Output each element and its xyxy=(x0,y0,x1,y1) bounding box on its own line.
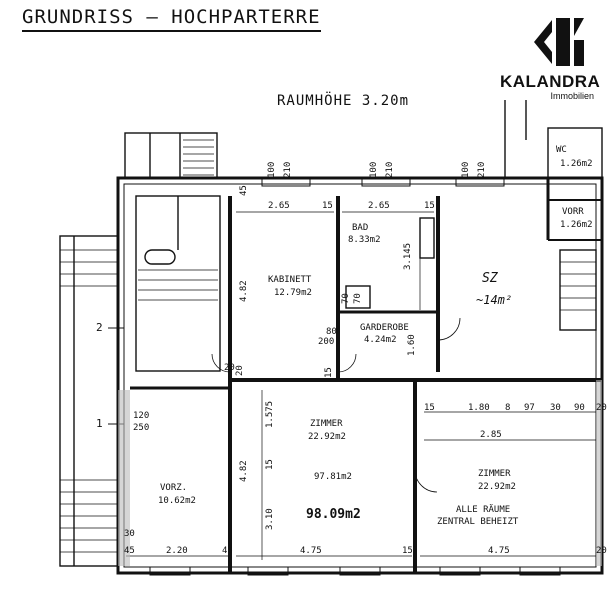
dim-label: 20 xyxy=(596,546,607,556)
logo-wordmark: KALANDRA xyxy=(500,72,601,91)
dim-label: 120 xyxy=(133,411,150,421)
dim-label: 80 xyxy=(326,327,337,337)
total-area: 98.09m2 xyxy=(306,507,361,522)
room-kabinett-area: 12.79m2 xyxy=(274,288,312,298)
dim-label: 4.82 xyxy=(239,460,249,482)
kalandra-logo: KALANDRA Immobilien xyxy=(500,14,600,106)
dim-label: 97 xyxy=(524,403,535,413)
dim-label: 2.65 xyxy=(268,201,290,211)
dim-label: 210 xyxy=(283,161,293,178)
dim-label: 20 xyxy=(596,403,607,413)
room-wc-name: WC xyxy=(556,145,567,155)
dim-label: 100 xyxy=(267,161,277,178)
dim-label: 15 xyxy=(265,459,275,470)
room-zimmer-right-name: ZIMMER xyxy=(478,469,511,479)
room-bad-area: 8.33m2 xyxy=(348,235,381,245)
room-zimmer-left-area: 22.92m2 xyxy=(308,432,346,442)
room-garderobe-name: GARDEROBE xyxy=(360,323,409,333)
dim-label: 100 xyxy=(461,161,471,178)
room-sz-name: SZ xyxy=(482,271,498,286)
dim-label: 45 xyxy=(222,546,233,556)
dim-label: 8 xyxy=(505,403,511,413)
dim-label: 30 xyxy=(550,403,561,413)
dim-label: 15 xyxy=(424,403,435,413)
room-vorr-area: 1.26m2 xyxy=(560,220,593,230)
dim-label: 210 xyxy=(385,161,395,178)
dim-label: 250 xyxy=(133,423,150,433)
dim-label: 15 xyxy=(324,367,334,378)
entrance-marker-2: 2 xyxy=(96,321,103,334)
dim-label: 100 xyxy=(369,161,379,178)
dim-label: 15 xyxy=(402,546,413,556)
dim-label: 70 xyxy=(353,293,363,304)
dim-label: 15 xyxy=(424,201,435,211)
room-wc-area: 1.26m2 xyxy=(560,159,593,169)
room-kabinett-name: KABINETT xyxy=(268,275,312,285)
dim-label: 2.65 xyxy=(368,201,390,211)
kalandra-logo-icon xyxy=(534,18,584,66)
room-sz-area: ~14m² xyxy=(476,293,513,307)
dim-label: 2.85 xyxy=(480,430,502,440)
room-vorz-name: VORZ. xyxy=(160,483,188,493)
dim-label: 20 xyxy=(235,365,245,376)
dim-label: 3.10 xyxy=(265,508,275,530)
dim-label: 4.75 xyxy=(488,546,510,556)
dim-label: 2.20 xyxy=(166,546,188,556)
dim-label: 45 xyxy=(239,185,249,196)
room-zimmer-left-name: ZIMMER xyxy=(310,419,343,429)
dim-label: 3.145 xyxy=(403,242,413,270)
subtotal-area: 97.81m2 xyxy=(314,472,352,482)
logo-subtitle: Immobilien xyxy=(550,91,594,101)
ceiling-height-label: RAUMHÖHE 3.20m xyxy=(277,93,410,109)
dim-label: 70 xyxy=(341,293,351,304)
dim-label: 4.75 xyxy=(300,546,322,556)
dim-label: 45 xyxy=(124,546,135,556)
room-vorz-area: 10.62m2 xyxy=(158,496,196,506)
dim-label: 1.60 xyxy=(407,334,417,356)
dim-label: 200 xyxy=(318,337,335,347)
dim-label: 15 xyxy=(322,201,333,211)
dim-label: 30 xyxy=(124,529,135,539)
plan-title: GRUNDRISS – HOCHPARTERRE xyxy=(22,6,321,32)
dim-label: 1.575 xyxy=(265,400,275,428)
room-bad-name: BAD xyxy=(352,223,369,233)
dim-label: 1.80 xyxy=(468,403,490,413)
dim-label: 210 xyxy=(477,161,487,178)
dim-label: 20 xyxy=(224,363,235,373)
room-garderobe-area: 4.24m2 xyxy=(364,335,397,345)
entrance-marker-1: 1 xyxy=(96,417,103,430)
dim-label: 4.82 xyxy=(239,280,249,302)
room-zimmer-right-area: 22.92m2 xyxy=(478,482,516,492)
heating-note-line2: ZENTRAL BEHEIZT xyxy=(437,517,519,527)
dim-label: 90 xyxy=(574,403,585,413)
room-vorr-name: VORR xyxy=(562,207,584,217)
heating-note-line1: ALLE RÄUME xyxy=(456,505,511,515)
